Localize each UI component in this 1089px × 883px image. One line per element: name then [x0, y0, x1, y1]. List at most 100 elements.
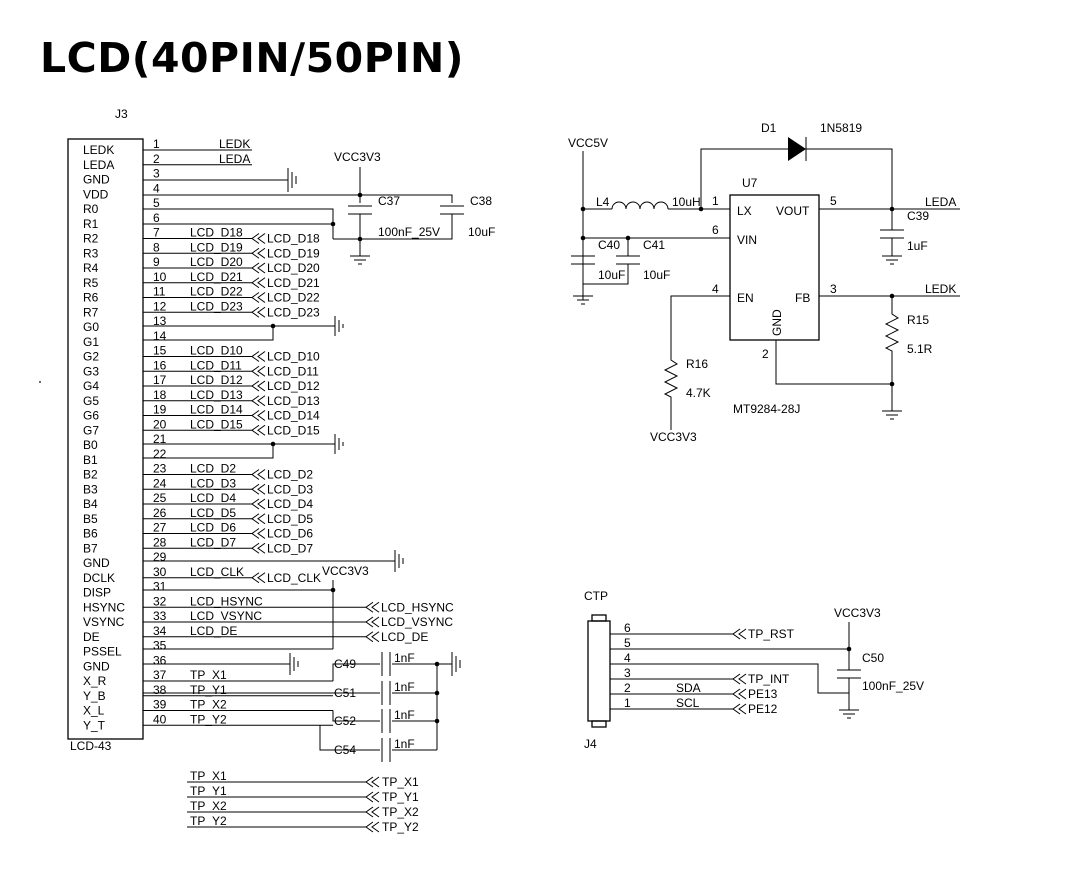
j3-pin-number: 5	[153, 196, 160, 210]
j3-pin-name: DCLK	[83, 571, 115, 585]
cap-value: 1nF	[394, 651, 415, 665]
offpage-connector	[365, 806, 380, 818]
d1-ref: D1	[761, 121, 777, 135]
j3-pin-name: PSSEL	[83, 645, 122, 659]
c40-ref: C40	[598, 238, 620, 252]
tp-net-name: TP_Y1	[190, 784, 227, 798]
disp-pullup: VCC3V3	[143, 564, 369, 650]
j3-pin-name: VSYNC	[83, 615, 125, 629]
j4-offpage-label: TP_RST	[748, 627, 795, 641]
u7-pin-vout: VOUT	[776, 204, 810, 218]
j3-pin-name: X_L	[83, 704, 105, 718]
j4-pin-number: 6	[624, 621, 631, 635]
offpage-label: LCD_D18	[267, 232, 320, 246]
j3-pin-number: 11	[153, 285, 166, 299]
offpage-connector	[251, 513, 266, 525]
j3-pin-number: 30	[153, 565, 167, 579]
offpage-label: LCD_D7	[267, 541, 313, 555]
offpage-label: LCD_D12	[267, 379, 320, 393]
c38-value: 10uF	[468, 225, 495, 239]
j3-ground-ties	[143, 168, 404, 675]
j3-pin-number: 25	[153, 491, 167, 505]
r15-value: 5.1R	[907, 342, 933, 356]
offpage-connector	[251, 306, 266, 318]
j3-net-name: LEDK	[219, 137, 250, 151]
offpage-label: LCD_CLK	[267, 571, 321, 585]
cap-ref: C54	[334, 743, 356, 757]
ledk-label: LEDK	[925, 282, 956, 296]
offpage-label: LCD_HSYNC	[381, 600, 454, 614]
j3-net-name: LCD_D20	[190, 255, 243, 269]
j3-net-name: TP_X1	[190, 668, 227, 682]
j3-pin-number: 12	[153, 299, 167, 313]
j3-pin-number: 16	[153, 358, 167, 372]
j4-pin-number: 2	[624, 681, 631, 695]
j3-pin-number: 27	[153, 521, 167, 535]
j3-pin-name: R7	[83, 305, 99, 319]
u7-pin-vin: VIN	[737, 233, 757, 247]
j3-pin-name: B7	[83, 541, 98, 555]
j3-pin-name: R3	[83, 246, 99, 260]
j3-pin-name: G2	[83, 350, 99, 364]
j3-pin-name: R1	[83, 217, 99, 231]
offpage-label: LCD_D13	[267, 394, 320, 408]
cap-ref: C51	[334, 686, 356, 700]
page-title: LCD(40PIN/50PIN)	[40, 34, 465, 82]
offpage-label: LCD_D15	[267, 423, 320, 437]
c50-ref: C50	[862, 651, 884, 665]
vcc3v3-label-2: VCC3V3	[322, 564, 369, 578]
offpage-label: LCD_D4	[267, 497, 313, 511]
u7-pinnum-3: 3	[830, 282, 837, 296]
c41-value: 10uF	[643, 268, 670, 282]
tp-filter-wire	[319, 725, 437, 751]
offpage-label: LCD_D23	[267, 305, 320, 319]
u7-pinnum-1: 1	[712, 194, 719, 208]
j3-pin-number: 4	[153, 181, 160, 195]
offpage-connector	[251, 483, 266, 495]
j4-net-name: SDA	[676, 681, 701, 695]
offpage-connector	[251, 498, 266, 510]
offpage-connector	[365, 791, 380, 803]
j3-net-name: LCD_D13	[190, 388, 243, 402]
j3-pin-number: 10	[153, 270, 167, 284]
j3-pin-name: G7	[83, 423, 99, 437]
j3-net-name: LCD_D12	[190, 373, 243, 387]
j3-pin-name: Y_B	[83, 689, 106, 703]
cap-ref: C49	[334, 657, 356, 671]
c50-value: 100nF_25V	[862, 679, 924, 693]
offpage-label: LCD_D14	[267, 409, 320, 423]
j3-pin-number: 14	[153, 329, 167, 343]
u7-pinnum-6: 6	[712, 223, 719, 237]
tp-net-name: TP_Y2	[190, 814, 227, 828]
j3-pin-name: Y_T	[83, 718, 106, 732]
j3-pin-name: GND	[83, 556, 110, 570]
j3-pin-name: DE	[83, 630, 100, 644]
j3-pin-name: LEDA	[83, 158, 114, 172]
j4-offpage-label: PE12	[748, 702, 778, 716]
j3-net-name: LCD_D15	[190, 417, 243, 431]
j3-pin-name: VDD	[83, 187, 109, 201]
tp-net-name: TP_X1	[190, 769, 227, 783]
j3-pin-number: 28	[153, 535, 167, 549]
u7-pinnum-2: 2	[762, 347, 769, 361]
j3-pin-number: 20	[153, 417, 167, 431]
j3-pin-name: R2	[83, 232, 99, 246]
offpage-label: LCD_D20	[267, 261, 320, 275]
vcc3v3-label-1: VCC3V3	[334, 150, 381, 164]
j4-ref: J4	[584, 737, 597, 751]
tp-net-name: TP_X2	[190, 799, 227, 813]
j3-pin-number: 19	[153, 403, 167, 417]
cap-value: 1nF	[394, 680, 415, 694]
c39-ref: C39	[907, 209, 929, 223]
offpage-label: LCD_D10	[267, 350, 320, 364]
j3-pin-name: HSYNC	[83, 600, 125, 614]
j3-net-name: LCD_VSYNC	[190, 609, 262, 623]
offpage-connector	[251, 395, 266, 407]
j3-pin-name: GND	[83, 659, 110, 673]
offpage-connector	[251, 292, 266, 303]
offpage-label: LCD_D5	[267, 512, 313, 526]
j3-pin-number: 15	[153, 344, 167, 358]
capacitor-plates	[381, 652, 391, 676]
